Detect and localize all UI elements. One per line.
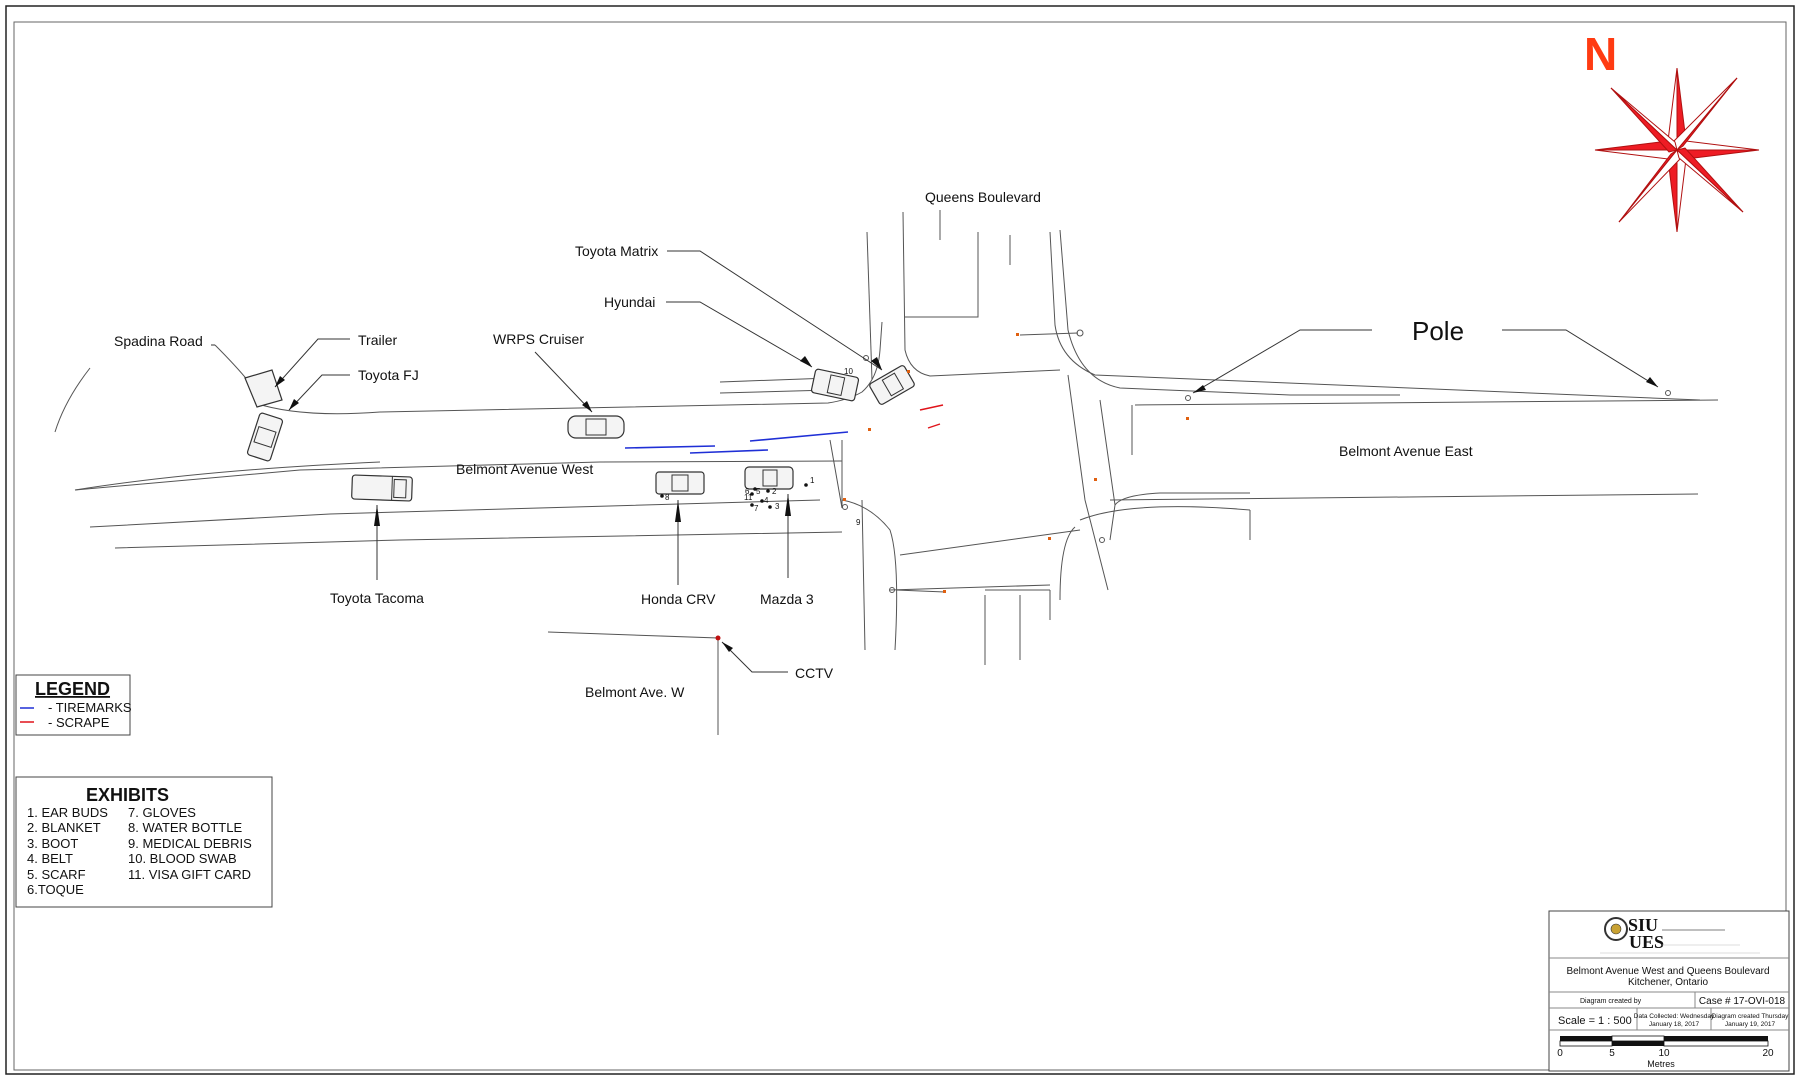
exhibit-item: 9. MEDICAL DEBRIS bbox=[128, 836, 252, 851]
title-diagram-created-date: January 19, 2017 bbox=[1725, 1021, 1776, 1028]
pole-markers bbox=[715, 329, 1671, 641]
label-spadina-road: Spadina Road bbox=[114, 333, 203, 349]
scale-tick-20: 20 bbox=[1762, 1048, 1774, 1059]
title-scale: Scale = 1 : 500 bbox=[1558, 1015, 1632, 1027]
evidence-marker-11: 11 bbox=[744, 493, 753, 502]
vehicle-honda-crv bbox=[655, 471, 705, 495]
scale-tick-0: 0 bbox=[1557, 1048, 1563, 1059]
title-diagram-created: Diagram created Thursday bbox=[1712, 1013, 1790, 1020]
label-belmont-avenue-east: Belmont Avenue East bbox=[1339, 443, 1473, 459]
vehicle-trailer bbox=[244, 369, 283, 408]
exhibit-item: 5. SCARF bbox=[27, 867, 86, 882]
title-data-collected-date: January 18, 2017 bbox=[1649, 1021, 1700, 1028]
evidence-marker-3: 3 bbox=[775, 502, 780, 511]
exhibit-item: 1. EAR BUDS bbox=[27, 805, 108, 820]
label-toyota-tacoma: Toyota Tacoma bbox=[330, 590, 424, 606]
exhibit-item: 7. GLOVES bbox=[128, 805, 196, 820]
scale-tick-5: 5 bbox=[1609, 1048, 1615, 1059]
exhibit-item: 11. VISA GIFT CARD bbox=[128, 867, 251, 882]
vehicle-wrps-cruiser bbox=[567, 415, 625, 439]
legend-box: LEGEND - TIREMARKS - SCRAPE bbox=[15, 674, 132, 736]
legend-tiremarks: - TIREMARKS bbox=[48, 700, 132, 715]
label-wrps-cruiser: WRPS Cruiser bbox=[493, 331, 584, 347]
compass-rose-icon bbox=[1594, 67, 1760, 233]
evidence-marker-4: 4 bbox=[764, 496, 769, 505]
label-belmont-ave-w: Belmont Ave. W bbox=[585, 684, 685, 700]
scale-tick-10: 10 bbox=[1658, 1048, 1670, 1059]
evidence-marker-7: 7 bbox=[754, 504, 759, 513]
evidence-markers: 1 2 3 4 5 6 7 8 9 10 11 bbox=[660, 367, 861, 527]
label-pole: Pole bbox=[1412, 316, 1464, 346]
label-trailer: Trailer bbox=[358, 332, 397, 348]
exhibits-box: EXHIBITS 1. EAR BUDS 2. BLANKET 3. BOOT … bbox=[15, 776, 273, 908]
exhibit-item: 10. BLOOD SWAB bbox=[128, 851, 237, 866]
label-toyota-fj: Toyota FJ bbox=[358, 367, 419, 383]
evidence-marker-2: 2 bbox=[772, 487, 777, 496]
label-honda-crv: Honda CRV bbox=[641, 591, 716, 607]
title-location-line1: Belmont Avenue West and Queens Boulevard bbox=[1566, 966, 1769, 977]
legend-scrape: - SCRAPE bbox=[48, 715, 110, 730]
vehicle-toyota-matrix bbox=[869, 365, 915, 405]
vehicle-hyundai bbox=[810, 368, 860, 402]
label-hyundai: Hyundai bbox=[604, 294, 655, 310]
vehicle-toyota-tacoma bbox=[351, 474, 413, 502]
tiremarks bbox=[624, 431, 849, 454]
evidence-marker-10: 10 bbox=[844, 367, 853, 376]
label-cctv: CCTV bbox=[795, 665, 834, 681]
evidence-marker-6: 6 bbox=[745, 487, 750, 496]
legend-title: LEGEND bbox=[35, 679, 110, 699]
scale-unit: Metres bbox=[1647, 1059, 1675, 1069]
labels: Queens Boulevard Toyota Matrix Hyundai S… bbox=[114, 189, 1473, 700]
exhibit-item: 6.TOQUE bbox=[27, 882, 84, 897]
outer-frame bbox=[5, 5, 1795, 1075]
exhibit-item: 2. BLANKET bbox=[27, 820, 101, 835]
title-location-line2: Kitchener, Ontario bbox=[1628, 977, 1708, 988]
label-belmont-avenue-west: Belmont Avenue West bbox=[456, 461, 593, 477]
scrapes bbox=[919, 404, 944, 429]
evidence-marker-8: 8 bbox=[665, 493, 670, 502]
title-block: SIU UES Belmont Avenue West and Queens B… bbox=[1548, 910, 1790, 1072]
logo-ues: UES bbox=[1629, 932, 1664, 952]
label-queens-boulevard: Queens Boulevard bbox=[925, 189, 1041, 205]
evidence-marker-1: 1 bbox=[810, 476, 815, 485]
inner-frame bbox=[13, 21, 1787, 1071]
exhibit-item: 3. BOOT bbox=[27, 836, 78, 851]
leader-lines bbox=[211, 250, 1659, 673]
logo-siu: SIU bbox=[1628, 915, 1658, 935]
road-network bbox=[54, 210, 1719, 735]
title-created-by: Diagram created by bbox=[1580, 998, 1642, 1005]
title-case-number: Case # 17-OVI-018 bbox=[1699, 996, 1786, 1007]
exhibit-item: 4. BELT bbox=[27, 851, 73, 866]
label-toyota-matrix: Toyota Matrix bbox=[575, 243, 658, 259]
evidence-marker-5: 5 bbox=[756, 487, 761, 496]
evidence-marker-9: 9 bbox=[856, 518, 861, 527]
vehicle-toyota-fj bbox=[246, 412, 284, 462]
vehicle-mazda3 bbox=[744, 466, 794, 490]
exhibits-title: EXHIBITS bbox=[86, 785, 169, 805]
title-data-collected: Data Collected: Wednesday bbox=[1634, 1013, 1715, 1020]
scale-bar: 0 5 10 20 Metres bbox=[1557, 1035, 1774, 1069]
siu-logo: SIU UES bbox=[1600, 915, 1760, 954]
exhibit-item: 8. WATER BOTTLE bbox=[128, 820, 242, 835]
north-letter: N bbox=[1584, 28, 1617, 80]
north-arrow: N bbox=[1584, 28, 1760, 233]
label-mazda3: Mazda 3 bbox=[760, 591, 814, 607]
